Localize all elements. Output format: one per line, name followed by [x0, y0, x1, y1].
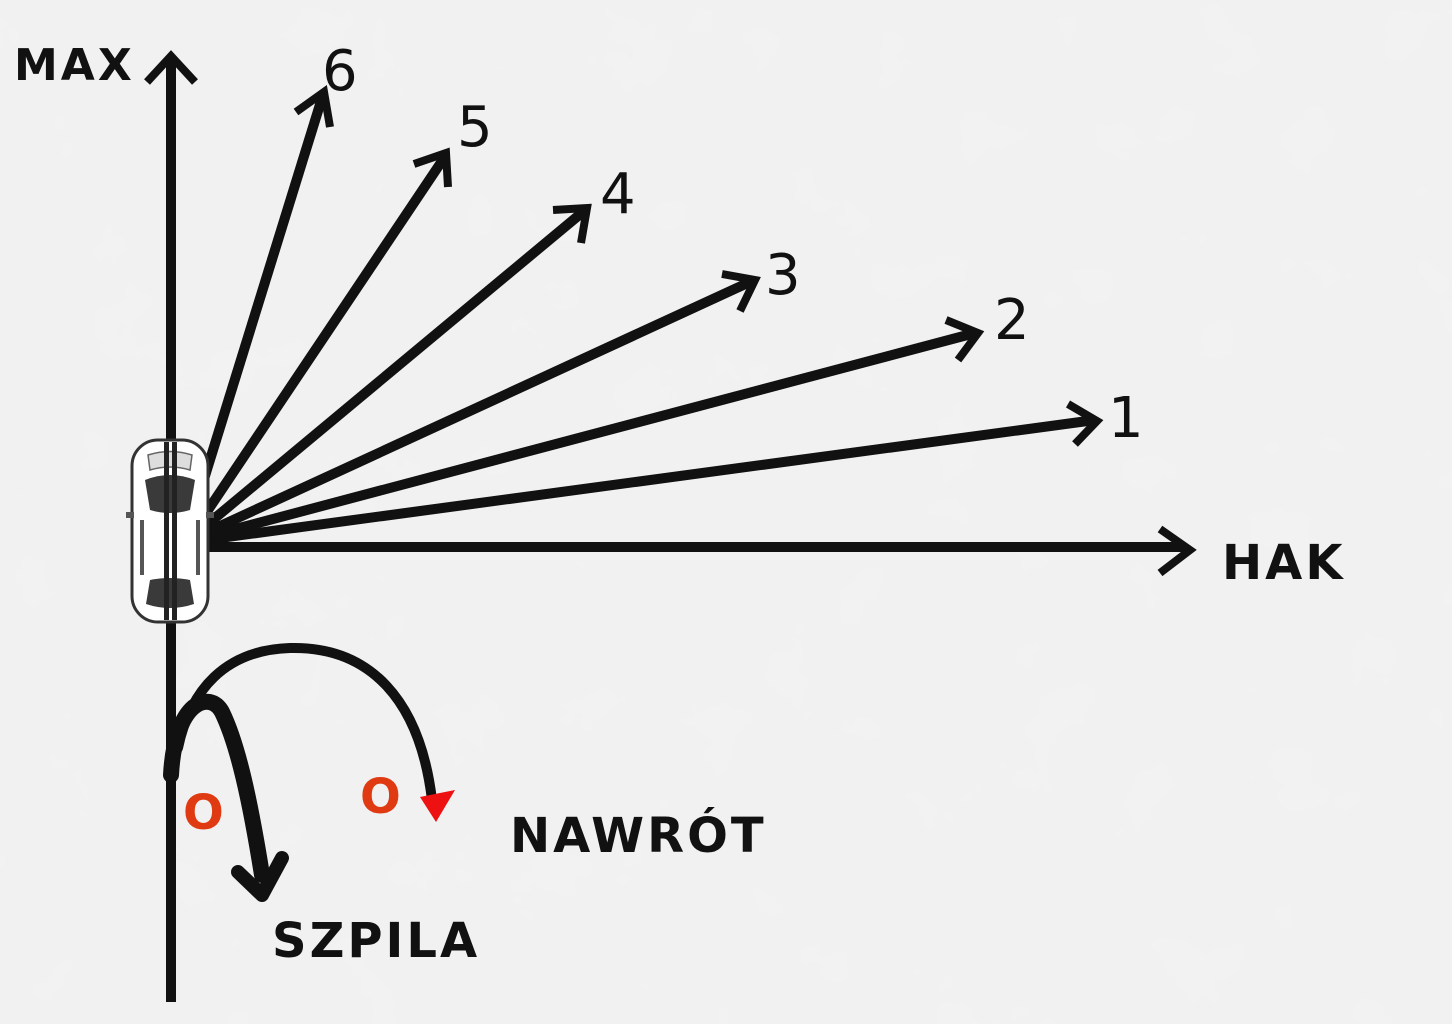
cone-marker-right: O — [360, 769, 401, 825]
direction-number-3: 3 — [765, 243, 801, 308]
label-hak: HAK — [1222, 535, 1346, 591]
direction-arrow-4 — [199, 207, 588, 532]
direction-arrow-1 — [204, 415, 1096, 545]
direction-arrowhead-4 — [552, 203, 592, 244]
direction-arrow-2 — [203, 328, 977, 542]
direction-number-5: 5 — [457, 95, 493, 160]
hak-arrowhead — [1157, 525, 1197, 577]
direction-arrowhead-2 — [944, 316, 985, 363]
car-icon — [126, 438, 214, 624]
direction-number-2: 2 — [994, 288, 1030, 353]
nawrot-path — [173, 642, 437, 805]
direction-arrows — [191, 85, 1104, 545]
direction-number-6: 6 — [322, 39, 358, 104]
label-max: MAX — [14, 40, 135, 91]
direction-number-4: 4 — [600, 162, 636, 227]
label-szpila: SZPILA — [272, 913, 480, 969]
label-nawrot: NAWRÓT — [510, 807, 767, 864]
direction-arrow-5 — [195, 155, 449, 525]
direction-arrowhead-3 — [721, 270, 761, 313]
cone-marker-left: O — [183, 785, 224, 841]
nawrot-arrowhead — [420, 790, 455, 822]
direction-arrowhead-1 — [1065, 400, 1104, 447]
direction-arrow-6 — [191, 96, 327, 507]
direction-arrowhead-5 — [412, 147, 452, 188]
direction-number-1: 1 — [1108, 386, 1144, 451]
szpila-arrowhead — [231, 851, 289, 902]
max-arrowhead — [144, 50, 198, 85]
direction-arrowhead-6 — [293, 85, 334, 128]
direction-arrow-3 — [202, 276, 755, 538]
